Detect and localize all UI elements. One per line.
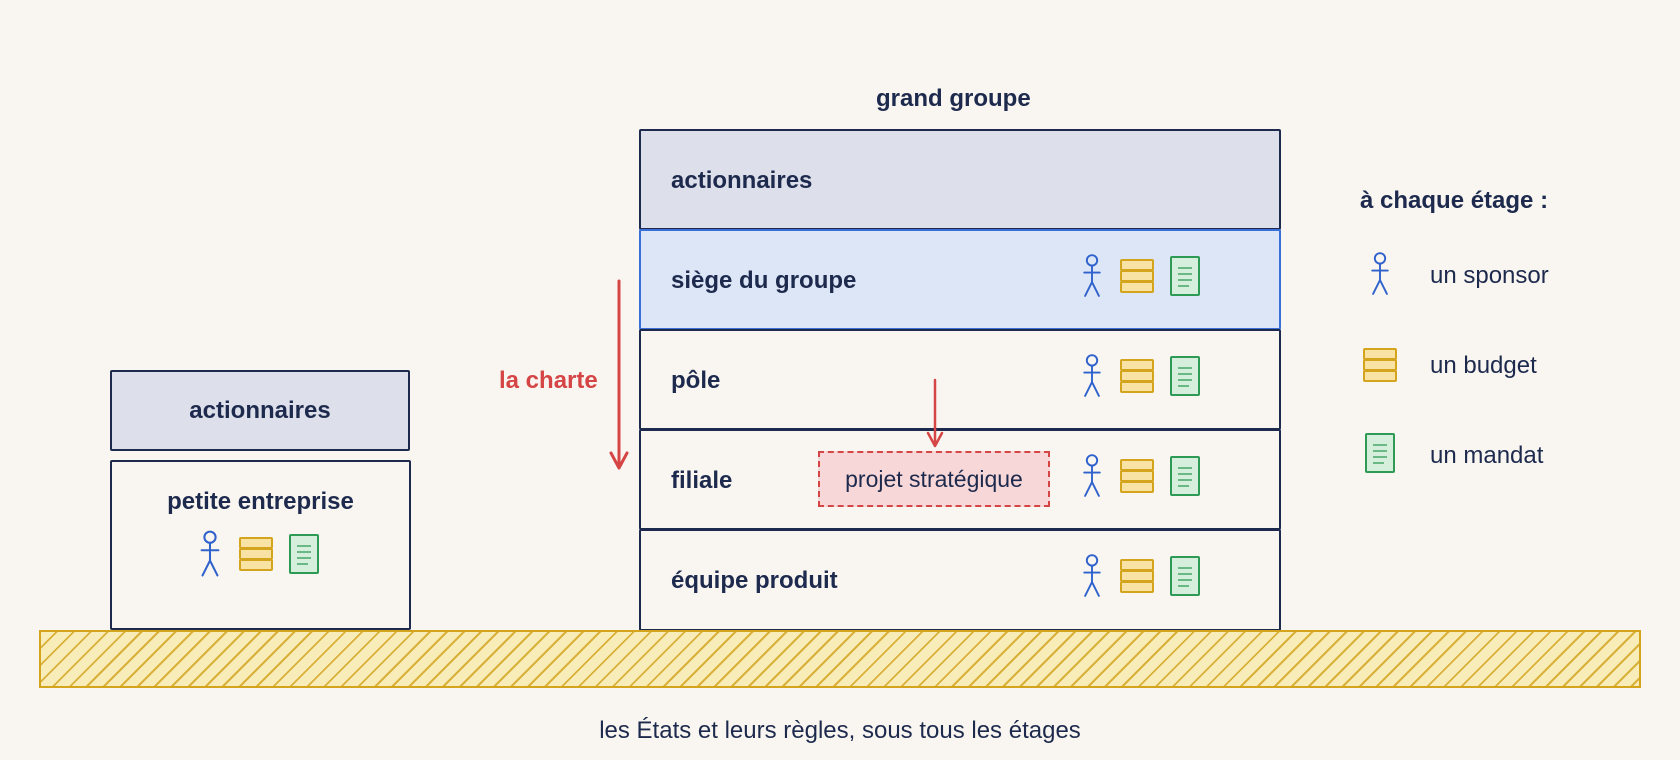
project-arrow	[926, 378, 944, 448]
mandate-icon	[1169, 355, 1201, 397]
sponsor-icon	[1079, 553, 1105, 599]
floor-label: pôle	[671, 367, 721, 394]
floor-label: actionnaires	[671, 167, 813, 194]
mandate-icon	[1169, 455, 1201, 497]
legend-budget-label: un budget	[1430, 352, 1537, 379]
mandate-icon	[1169, 255, 1201, 297]
small-company-label: petite entreprise	[167, 488, 354, 515]
floor-label: siège du groupe	[671, 267, 857, 294]
small-shareholders-box: actionnaires	[110, 370, 410, 451]
budget-icon	[238, 536, 274, 572]
legend-mandate-label: un mandat	[1430, 442, 1544, 469]
floor-icons	[1079, 553, 1201, 599]
budget-icon	[1119, 558, 1155, 594]
budget-icon	[1119, 258, 1155, 294]
floor-icons	[1079, 453, 1201, 499]
floor-label: équipe produit	[671, 567, 838, 594]
sponsor-icon	[1367, 250, 1393, 298]
sponsor-icon	[1079, 353, 1105, 399]
ground-caption: les États et leurs règles, sous tous les…	[599, 717, 1081, 744]
floor-division: pôle	[639, 329, 1281, 430]
small-company-box: petite entreprise	[110, 460, 411, 630]
budget-icon	[1119, 358, 1155, 394]
floor-shareholders: actionnaires	[639, 129, 1281, 230]
small-shareholders-label: actionnaires	[189, 397, 331, 424]
mandate-icon	[1364, 431, 1396, 475]
budget-icon	[1362, 347, 1398, 383]
strategic-project-box: projet stratégique	[818, 451, 1050, 507]
mandate-icon	[1169, 555, 1201, 597]
charter-arrow	[609, 279, 629, 470]
sponsor-icon	[1079, 253, 1105, 299]
floor-icons	[1079, 353, 1201, 399]
small-company-icons	[196, 530, 320, 578]
floor-product-team: équipe produit	[639, 529, 1281, 631]
budget-icon	[1119, 458, 1155, 494]
floor-subsidiary: filiale	[639, 429, 1281, 530]
legend-sponsor-label: un sponsor	[1430, 262, 1549, 289]
floor-group-headquarters: siège du groupe	[639, 229, 1281, 330]
floor-icons	[1079, 253, 1201, 299]
ground-states	[39, 630, 1641, 688]
legend-title: à chaque étage :	[1360, 187, 1549, 214]
sponsor-icon	[1079, 453, 1105, 499]
mandate-icon	[288, 533, 320, 575]
floor-label: filiale	[671, 467, 733, 494]
charter-label: la charte	[499, 367, 598, 394]
diagram-title: grand groupe	[876, 85, 1031, 112]
sponsor-icon	[196, 530, 224, 578]
